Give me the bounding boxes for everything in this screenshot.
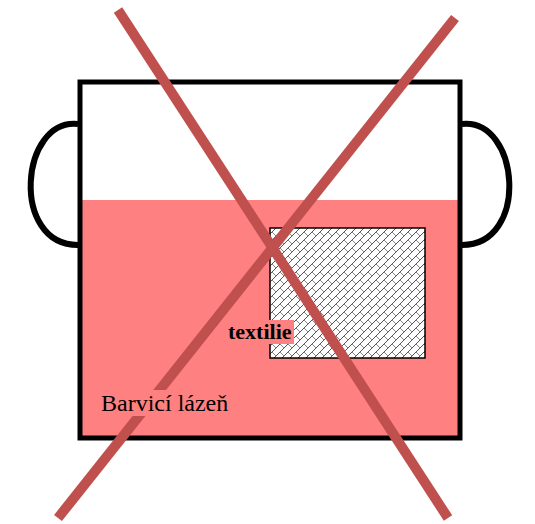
pot-outline — [80, 82, 460, 438]
dye-bath-label: Barvicí lázeň — [99, 390, 230, 416]
right-handle — [462, 124, 509, 245]
textile-box-label: textilie — [226, 320, 294, 344]
textile-box: textilie — [270, 228, 425, 358]
left-handle — [31, 124, 78, 245]
dye-bath: Barvicí lázeň textilie — [81, 200, 459, 437]
cross-line — [58, 18, 455, 518]
